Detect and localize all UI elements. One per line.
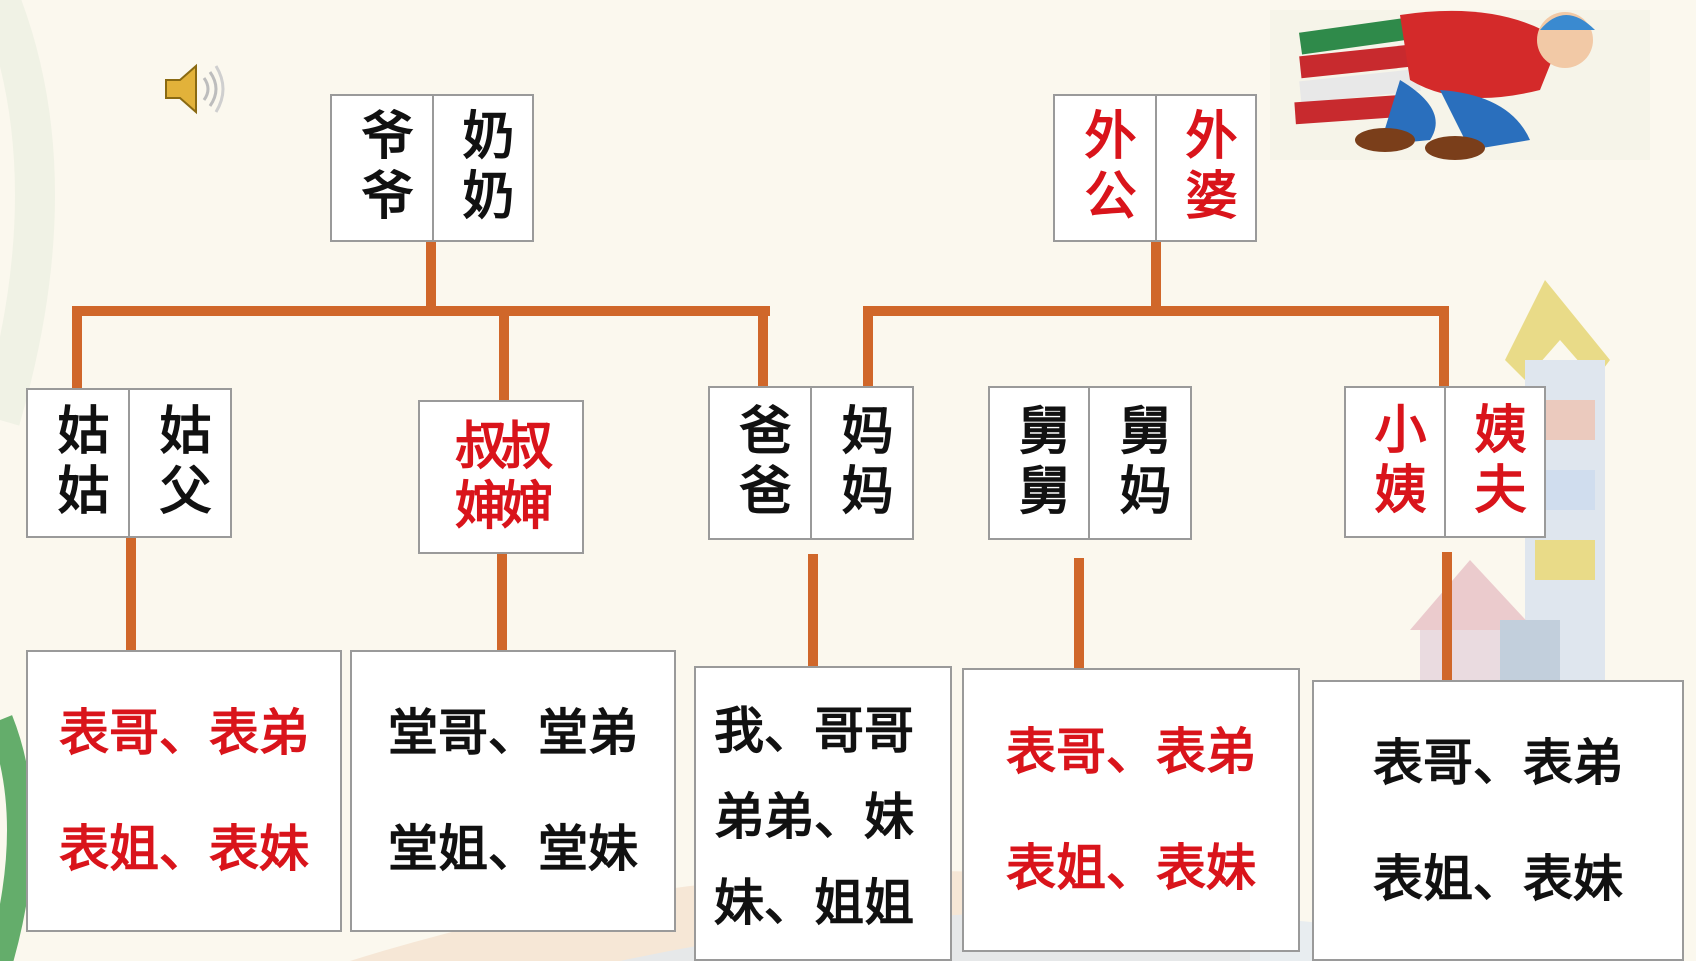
jiuma-label: 舅妈 [1110, 403, 1170, 523]
connector-xiaoyi-children [1442, 552, 1452, 680]
gufu-label: 姑父 [150, 403, 210, 523]
baba-box: 爸爸 [708, 386, 812, 540]
connector-maternal-bar [863, 306, 1449, 316]
xiaoyi-children-box: 表哥、表弟 表姐、表妹 [1312, 680, 1684, 961]
gugu-box: 姑姑 [26, 388, 130, 538]
grandma-maternal-box: 外婆 [1155, 94, 1257, 242]
connector-paternal-stem [426, 240, 436, 312]
xiaoyi-children-line-2: 表姐、表妹 [1373, 849, 1623, 908]
connector-jiujiu-children [1074, 558, 1084, 668]
xiaoyi-box: 小姨 [1344, 386, 1446, 538]
jiujiu-label: 舅舅 [1009, 403, 1069, 523]
grandpa-paternal-box: 爷爷 [330, 94, 434, 242]
yifu-box: 姨夫 [1444, 386, 1546, 538]
gugu-children-box: 表哥、表弟 表姐、表妹 [26, 650, 342, 932]
grandpa-paternal-label: 爷爷 [352, 108, 412, 228]
shushu-label-stack: 叔叔 婶婶 [454, 417, 553, 537]
jiujiu-box: 舅舅 [988, 386, 1090, 540]
xiaoyi-children-list: 表哥、表弟 表姐、表妹 [1373, 738, 1623, 904]
yifu-label: 姨夫 [1465, 402, 1525, 522]
speaker-icon-graphic [165, 63, 225, 115]
self-children-list: 我、哥哥 弟弟、妹 妹、姐姐 [714, 706, 914, 928]
xiaoyi-label: 小姨 [1365, 402, 1425, 522]
shushu-label: 叔叔 [454, 417, 553, 477]
self-children-line-1: 我、哥哥 [714, 702, 914, 760]
mama-box: 妈妈 [810, 386, 914, 540]
connector-self-children [808, 554, 818, 666]
baba-label: 爸爸 [730, 403, 790, 523]
shenshen-label: 婶婶 [454, 477, 553, 537]
shushu-children-line-2: 堂姐、堂妹 [388, 820, 638, 878]
grandpa-maternal-label: 外公 [1075, 108, 1135, 228]
connector-maternal-stem [1151, 240, 1161, 312]
gugu-children-line-2: 表姐、表妹 [59, 820, 309, 878]
connector-gugu-children [126, 536, 136, 650]
self-children-line-3: 妹、姐姐 [714, 874, 914, 932]
mama-label: 妈妈 [832, 403, 892, 523]
connector-paternal-bar [72, 306, 770, 316]
connector-baba-drop [758, 306, 768, 388]
xiaoyi-children-line-1: 表哥、表弟 [1373, 733, 1623, 792]
grandma-maternal-label: 外婆 [1176, 108, 1236, 228]
gugu-children-line-1: 表哥、表弟 [59, 704, 309, 762]
connector-xiaoyi-drop [1439, 306, 1449, 388]
jiujiu-children-list: 表哥、表弟 表姐、表妹 [1006, 727, 1256, 893]
connector-shushu-children [497, 552, 507, 664]
shushu-children-box: 堂哥、堂弟 堂姐、堂妹 [350, 650, 676, 932]
jiujiu-children-line-2: 表姐、表妹 [1006, 839, 1256, 897]
gufu-box: 姑父 [128, 388, 232, 538]
shushu-children-list: 堂哥、堂弟 堂姐、堂妹 [388, 708, 638, 874]
grandma-paternal-label: 奶奶 [453, 108, 513, 228]
child-reading-illustration [1270, 10, 1650, 160]
gugu-label: 姑姑 [48, 403, 108, 523]
jiujiu-children-line-1: 表哥、表弟 [1006, 723, 1256, 781]
self-children-line-2: 弟弟、妹 [714, 788, 914, 846]
connector-shushu-drop [499, 306, 509, 401]
connector-gugu-drop [72, 306, 82, 388]
grandma-paternal-box: 奶奶 [432, 94, 534, 242]
speaker-icon[interactable] [162, 58, 228, 120]
jiuma-box: 舅妈 [1088, 386, 1192, 540]
self-children-box: 我、哥哥 弟弟、妹 妹、姐姐 [694, 666, 952, 961]
shushu-children-line-1: 堂哥、堂弟 [388, 704, 638, 762]
grandpa-maternal-box: 外公 [1053, 94, 1157, 242]
jiujiu-children-box: 表哥、表弟 表姐、表妹 [962, 668, 1300, 952]
connector-mama-drop [863, 306, 873, 388]
gugu-children-list: 表哥、表弟 表姐、表妹 [59, 708, 309, 874]
shushu-box: 叔叔 婶婶 [418, 400, 584, 554]
